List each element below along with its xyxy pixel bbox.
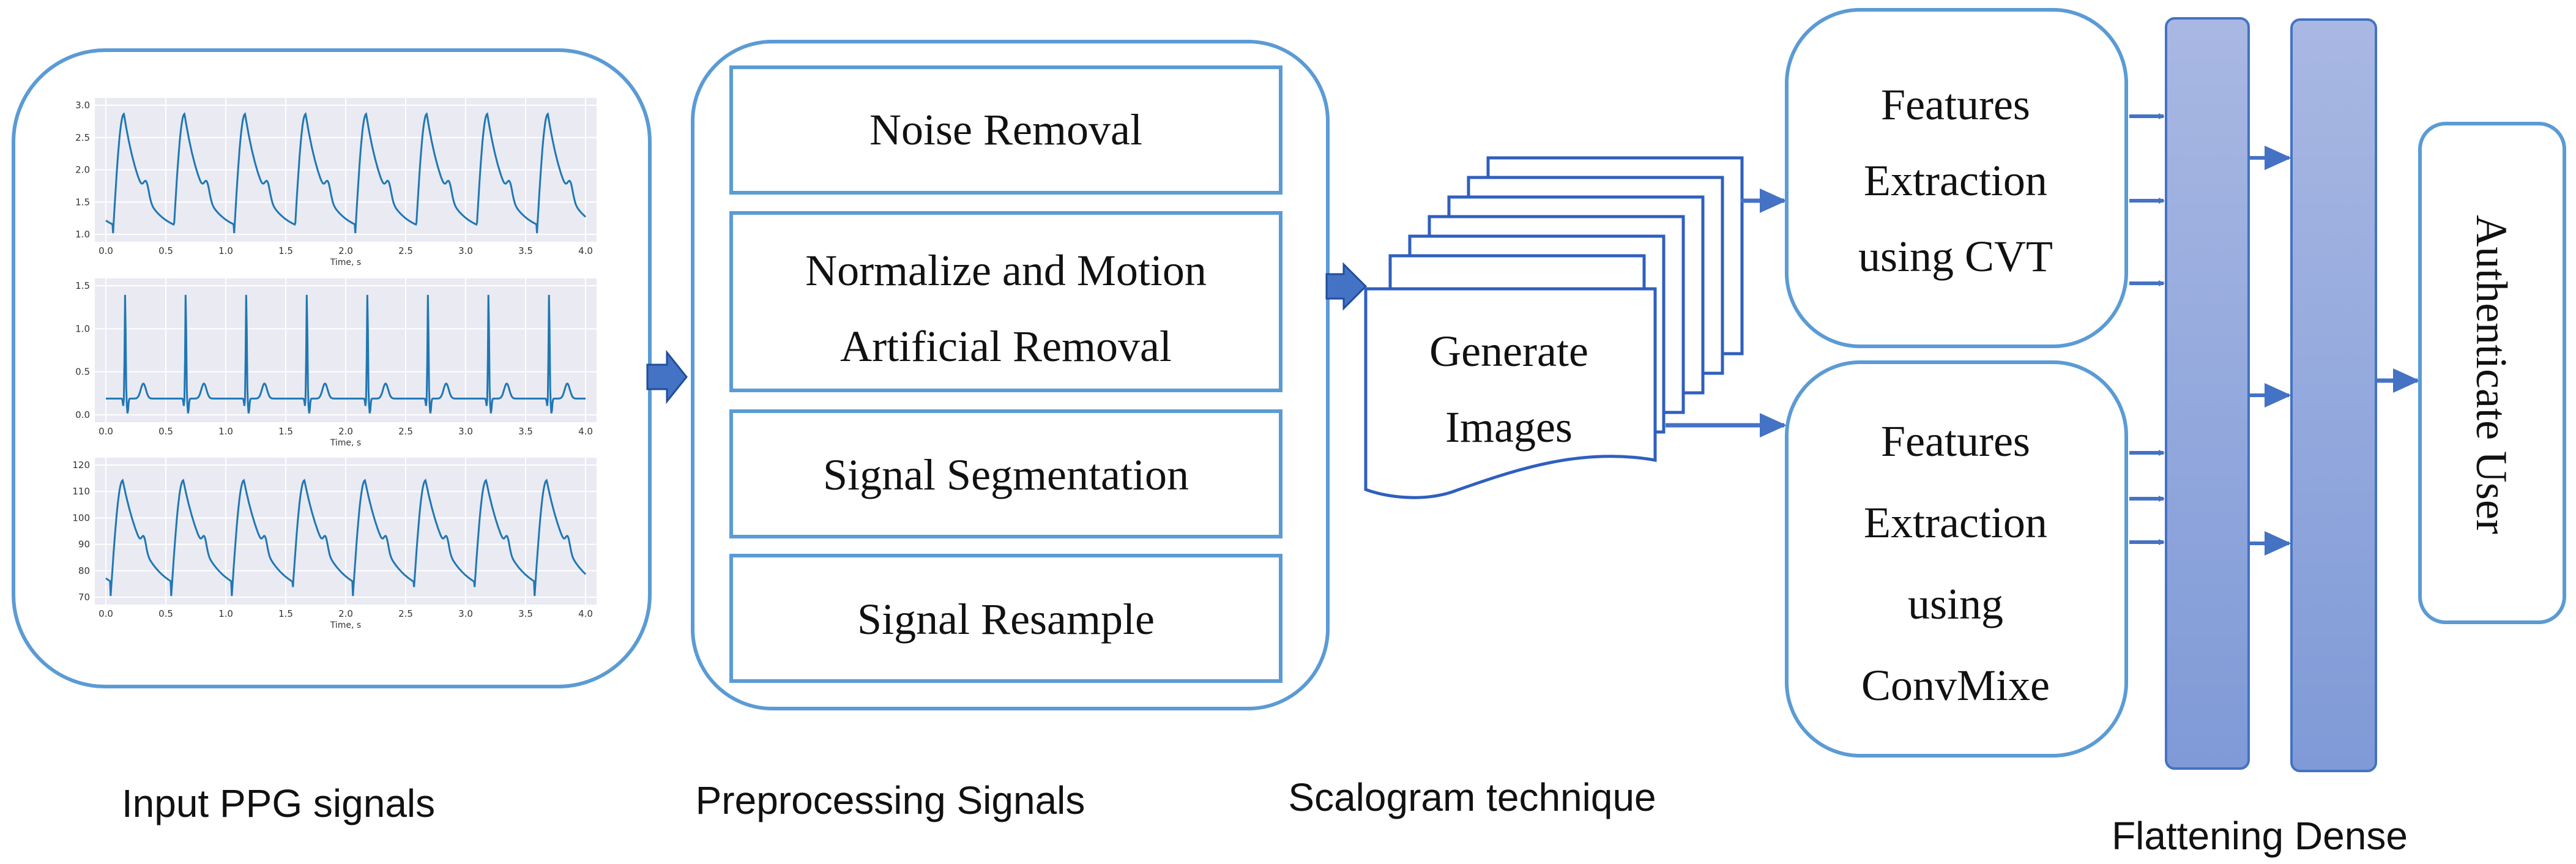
plot-y-tick: 2.5 xyxy=(75,132,90,143)
plot-x-label: Time, s xyxy=(330,438,361,448)
plot-x-tick: 1.5 xyxy=(278,608,293,619)
plot-x-tick: 4.0 xyxy=(578,245,593,256)
plot-y-tick: 1.0 xyxy=(75,323,90,334)
features-cvt-line3: using CVT xyxy=(1858,232,2053,281)
plot-x-tick: 0.0 xyxy=(99,608,113,619)
dense-caption: Flattening Dense xyxy=(2112,814,2408,858)
plot-x-tick: 3.5 xyxy=(518,608,533,619)
step-segmentation-label: Signal Segmentation xyxy=(823,450,1189,499)
step-resample-label: Signal Resample xyxy=(857,595,1155,644)
features-convmixer-line2: Extraction xyxy=(1864,498,2047,547)
step-signal-segmentation xyxy=(729,409,1282,538)
plot-x-tick: 3.0 xyxy=(458,426,473,437)
step-noise-removal xyxy=(729,65,1282,195)
plot-y-tick: 120 xyxy=(72,460,90,471)
arrows-flatten-to-dense xyxy=(2250,146,2291,556)
authenticate-box xyxy=(2418,122,2566,624)
plot-y-tick: 70 xyxy=(78,592,90,603)
signal-trace xyxy=(106,294,586,414)
features-cvt-box xyxy=(1785,8,2128,348)
plot-x-tick: 1.0 xyxy=(218,426,233,437)
plot-x-tick: 3.0 xyxy=(458,608,473,619)
plot-x-label: Time, s xyxy=(330,620,361,630)
plot-x-tick: 3.5 xyxy=(518,426,533,437)
features-cvt-line2: Extraction xyxy=(1864,156,2047,205)
plot-x-tick: 2.5 xyxy=(398,426,413,437)
plot-y-tick: 100 xyxy=(72,512,90,523)
plot-y-tick: 2.0 xyxy=(75,165,90,176)
generate-images-document xyxy=(1364,287,1657,499)
step-signal-resample xyxy=(729,554,1282,683)
plot-x-tick: 0.5 xyxy=(158,608,173,619)
scalogram-label-line1: Generate xyxy=(1429,327,1588,376)
plot-y-tick: 1.0 xyxy=(75,229,90,240)
preprocess-caption: Preprocessing Signals xyxy=(696,778,1085,822)
features-convmixer-line3: using xyxy=(1908,579,2003,628)
arrow-input-to-preprocess xyxy=(646,349,688,404)
features-convmixer-line1: Features xyxy=(1881,417,2030,466)
plot-y-tick: 90 xyxy=(78,539,90,550)
plot-y-tick: 1.5 xyxy=(75,196,90,207)
dense-layer-bar xyxy=(2290,18,2377,772)
signal-trace xyxy=(105,479,587,597)
plot-x-tick: 2.5 xyxy=(398,608,413,619)
scalogram-caption: Scalogram technique xyxy=(1288,775,1656,819)
plot-x-tick: 4.0 xyxy=(578,608,593,619)
authenticate-label: Authenticate User xyxy=(2467,215,2516,534)
scalogram-image-stack xyxy=(1364,156,1744,499)
flatten-layer-bar xyxy=(2165,17,2250,770)
ppg-plot-3: 0.0 0.5 1.0 1.5 2.0 2.5 3.0 3.5 4.0 120 110 100 90 80… xyxy=(72,458,597,630)
step-normalize-label-line1: Normalize and Motion xyxy=(805,246,1207,295)
plot-x-tick: 2.0 xyxy=(338,426,353,437)
plot-x-tick: 1.0 xyxy=(218,608,233,619)
plot-x-tick: 3.5 xyxy=(518,245,533,256)
plot-x-tick: 1.0 xyxy=(218,245,233,256)
plot-y-tick: 3.0 xyxy=(75,100,90,111)
scalogram-label-line2: Images xyxy=(1445,403,1573,452)
features-convmixer-box xyxy=(1785,360,2128,758)
plot-x-tick: 0.0 xyxy=(99,426,113,437)
step-normalize-label-line2: Artificial Removal xyxy=(840,322,1172,371)
plot-x-tick: 2.0 xyxy=(338,245,353,256)
plot-y-tick: 1.5 xyxy=(75,280,90,291)
plot-y-tick: 110 xyxy=(72,486,90,497)
features-cvt-line1: Features xyxy=(1881,80,2030,129)
ppg-plot-1: 0.0 0.5 1.0 1.5 2.0 2.5 3.0 3.5 4.0 3.0 2.5 2.0 1.5 1… xyxy=(75,98,597,267)
ppg-plots-panel: 0.0 0.5 1.0 1.5 2.0 2.5 3.0 3.5 4.0 3.0 2.5 2.0 1.5 1… xyxy=(72,98,597,630)
ppg-plot-2: 0.0 0.5 1.0 1.5 2.0 2.5 3.0 3.5 4.0 1.5 1.0 0.5 0.0T… xyxy=(75,278,597,448)
step-noise-removal-label: Noise Removal xyxy=(869,105,1142,154)
arrows-features-to-flatten xyxy=(2129,113,2165,545)
arrow-preprocess-to-scalogram xyxy=(1325,262,1368,311)
plot-x-tick: 3.0 xyxy=(458,245,473,256)
plot-x-tick: 0.5 xyxy=(158,245,173,256)
input-caption: Input PPG signals xyxy=(122,781,435,825)
plot-x-tick: 0.5 xyxy=(158,426,173,437)
plot-x-tick: 4.0 xyxy=(578,426,593,437)
plot-x-tick: 1.5 xyxy=(278,426,293,437)
plot-y-tick: 0.0 xyxy=(75,409,90,420)
plot-x-tick: 2.5 xyxy=(398,245,413,256)
plot-x-tick: 0.0 xyxy=(99,245,113,256)
plot-x-tick: 1.5 xyxy=(278,245,293,256)
plot-x-label: Time, s xyxy=(330,258,361,267)
plot-y-tick: 80 xyxy=(78,565,90,576)
plot-y-tick: 0.5 xyxy=(75,367,90,378)
step-normalize-motion xyxy=(729,211,1282,392)
plot-x-tick: 2.0 xyxy=(338,608,353,619)
signal-trace xyxy=(105,112,587,234)
features-convmixer-line4: ConvMixe xyxy=(1861,661,2050,710)
